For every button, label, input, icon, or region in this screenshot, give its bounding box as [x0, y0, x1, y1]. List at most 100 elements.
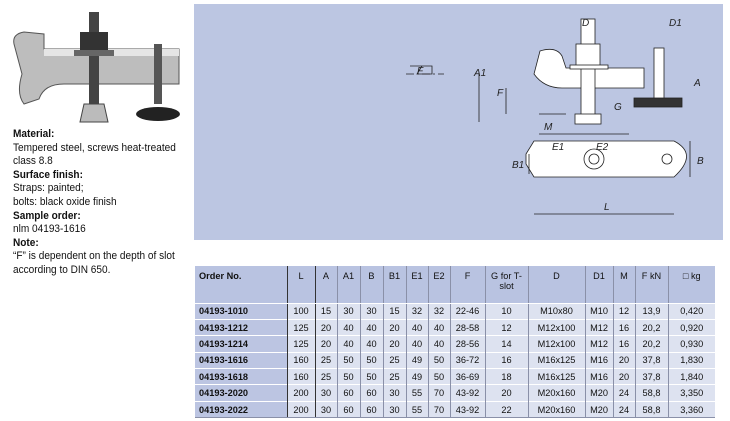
table-cell: 12	[485, 318, 529, 336]
column-header-label: A	[322, 271, 330, 281]
table-cell: 32	[428, 302, 451, 320]
table-cell: M20x160	[528, 400, 586, 419]
table-cell: M12	[585, 318, 614, 336]
table-cell: 50	[337, 351, 361, 369]
table-cell: 55	[406, 384, 429, 402]
table-cell: M12x100	[528, 335, 586, 353]
table-cell: 40	[406, 335, 429, 353]
table-cell: 1,840	[668, 368, 715, 385]
table-cell: 15	[315, 302, 338, 320]
table-cell: 36-69	[450, 368, 486, 385]
note-text: “F” is dependent on the depth of slot ac…	[13, 250, 175, 276]
table-cell: 30	[315, 400, 338, 419]
table-cell: 30	[315, 384, 338, 402]
label-A: A	[693, 78, 701, 89]
column-header-label: D1	[593, 271, 605, 281]
column-header: B1	[383, 266, 407, 304]
column-header-label: F	[464, 271, 471, 281]
label-F: F	[497, 88, 504, 99]
column-header-label: M	[620, 271, 628, 281]
table-cell: 50	[428, 368, 451, 385]
material-label: Material:	[13, 128, 55, 140]
order-number: 04193-2020	[195, 384, 288, 402]
table-cell: 25	[315, 368, 338, 385]
table-cell: 28-58	[450, 318, 486, 336]
table-cell: 30	[360, 302, 384, 320]
column-header: F	[450, 266, 486, 304]
label-E2: E2	[596, 142, 609, 153]
table-cell: M20	[585, 384, 614, 402]
column-header-label: E2	[433, 271, 445, 281]
table-cell: 36-72	[450, 351, 486, 369]
table-cell: M16	[585, 368, 614, 385]
table-cell: 200	[287, 400, 316, 419]
table-cell: M12x100	[528, 318, 586, 336]
table-cell: 58,8	[635, 400, 669, 419]
table-cell: 20,2	[635, 318, 669, 336]
column-header-label: F kN	[641, 271, 662, 281]
table-cell: 37,8	[635, 351, 669, 369]
table-cell: 14	[485, 335, 529, 353]
table-cell: 50	[360, 351, 384, 369]
technical-drawing: F D D1 A1 F A G M E1 E2 B1 B L	[194, 4, 723, 240]
finish-label: Surface finish:	[13, 168, 83, 181]
table-cell: M20	[585, 400, 614, 419]
table-cell: 70	[428, 384, 451, 402]
table-cell: 20,2	[635, 335, 669, 353]
column-header: D	[528, 266, 586, 304]
column-header-label: Order No.	[199, 271, 242, 281]
table-cell: 50	[428, 351, 451, 369]
table-cell: M10	[585, 302, 614, 320]
table-cell: 24	[613, 400, 636, 419]
column-header: A1	[337, 266, 361, 304]
label-B: B	[697, 156, 704, 167]
table-cell: 0,930	[668, 335, 715, 353]
sample-label: Sample order:	[13, 209, 81, 222]
table-cell: 60	[360, 384, 384, 402]
table-cell: 60	[360, 400, 384, 419]
table-cell: 16	[613, 318, 636, 336]
table-cell: 50	[360, 368, 384, 385]
finish-line: Straps: painted;	[13, 182, 84, 195]
label-D: D	[582, 18, 589, 29]
table-cell: 16	[485, 351, 529, 369]
column-header-label: L	[298, 271, 304, 281]
table-cell: 22	[485, 400, 529, 419]
table-cell: 20	[613, 368, 636, 385]
table-cell: 30	[383, 384, 407, 402]
table-cell: 18	[485, 368, 529, 385]
column-header: L	[287, 266, 316, 304]
column-header-label: E1	[411, 271, 423, 281]
column-header-label: G for T-slot	[491, 271, 522, 291]
dimensions-table: Order No. L A A1 B B1 E1 E2 F G for T-slot D D1 M F k…	[195, 266, 715, 419]
table-cell: 50	[337, 368, 361, 385]
label-F-arrow: F	[417, 66, 424, 77]
table-cell: 200	[287, 384, 316, 402]
label-B1: B1	[512, 160, 524, 171]
table-cell: 60	[337, 400, 361, 419]
order-number: 04193-1214	[195, 335, 288, 353]
table-cell: 60	[337, 384, 361, 402]
table-cell: M16x125	[528, 368, 586, 385]
table-cell: 20	[315, 318, 338, 336]
table-cell: 40	[428, 335, 451, 353]
sample-text: nlm 04193-1616	[13, 223, 86, 236]
product-info: Material: Tempered steel, screws heat-tr…	[13, 128, 193, 278]
product-photo	[13, 12, 180, 123]
table-cell: 70	[428, 400, 451, 419]
label-E1: E1	[552, 142, 564, 153]
table-cell: 125	[287, 335, 316, 353]
order-number: 04193-1616	[195, 351, 288, 369]
column-header-label: D	[553, 271, 560, 281]
column-header: E2	[428, 266, 451, 304]
table-cell: 28-56	[450, 335, 486, 353]
column-header-label: B	[368, 271, 375, 281]
weight-icon: □	[682, 271, 689, 281]
table-cell: 15	[383, 302, 407, 320]
table-cell: 30	[337, 302, 361, 320]
column-header: □ kg	[668, 266, 715, 304]
table-cell: 58,8	[635, 384, 669, 402]
